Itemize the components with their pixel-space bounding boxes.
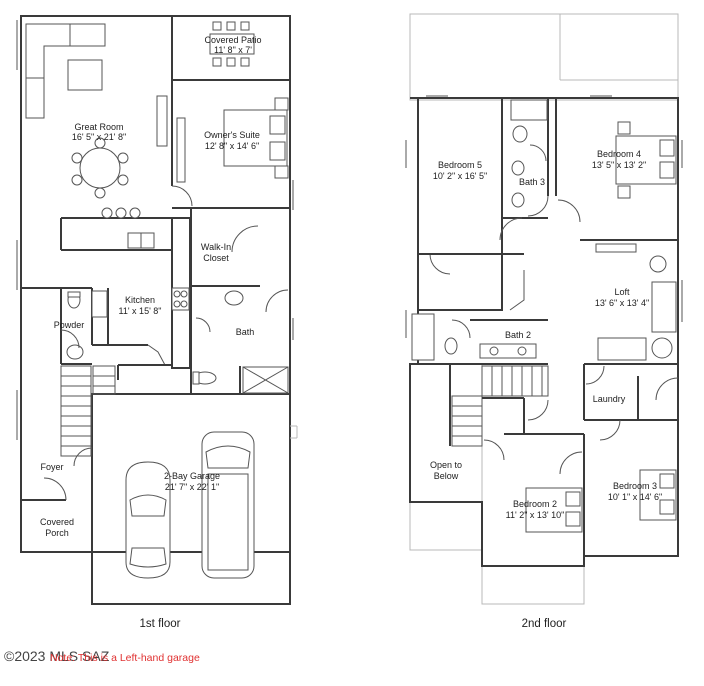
garage-cars (125, 431, 255, 579)
great-room-furniture (25, 23, 186, 199)
bedroom3-size: 10' 1" x 14' 6" (608, 492, 662, 502)
foyer-name: Foyer (40, 462, 63, 472)
garage-walls (91, 393, 291, 605)
bedroom5-size: 10' 2" x 16' 5" (433, 171, 487, 181)
first-floor-stairs (60, 365, 116, 457)
first-floor-plan (16, 15, 298, 605)
bath-name: Bath (236, 327, 255, 337)
loft-furniture (595, 243, 677, 361)
second-floor-stairs (449, 364, 549, 447)
covered-patio-size: 11' 8" x 7' (214, 45, 252, 55)
mls-watermark: ©2023 MLS SAZ (4, 648, 110, 664)
garage-name: 2-Bay Garage (164, 471, 220, 481)
owners-suite-bed (223, 97, 289, 179)
bath3-name: Bath 3 (519, 177, 545, 187)
bedroom2-name: Bedroom 2 (513, 499, 557, 509)
owners-suite-name: Owner's Suite (204, 130, 260, 140)
left-hand-garage-note: Note: This is a Left-hand garage (50, 652, 200, 664)
garage-size: 21' 7" x 22' 1" (165, 482, 219, 492)
walk-in-closet-name-2: Closet (203, 253, 229, 263)
kitchen-name: Kitchen (125, 295, 155, 305)
powder-name: Powder (54, 320, 85, 330)
second-floor-caption: 2nd floor (522, 618, 567, 630)
open-to-below-1: Open to (430, 460, 462, 470)
first-floor-caption: 1st floor (140, 618, 181, 630)
bedroom4-name: Bedroom 4 (597, 149, 641, 159)
owners-suite-size: 12' 8" x 14' 6" (205, 141, 259, 151)
patio-furniture (209, 21, 255, 67)
walk-in-closet-name-1: Walk-In (201, 242, 231, 252)
loft-size: 13' 6" x 13' 4" (595, 298, 649, 308)
covered-porch-name-1: Covered (40, 517, 74, 527)
bedroom2-size: 11' 2" x 13' 10" (506, 510, 565, 520)
covered-porch-name-2: Porch (45, 528, 69, 538)
bedroom5-name: Bedroom 5 (438, 160, 482, 170)
bedroom4-size: 13' 5" x 13' 2" (592, 160, 646, 170)
bedroom3-name: Bedroom 3 (613, 481, 657, 491)
laundry-name: Laundry (593, 394, 626, 404)
kitchen-size: 11' x 15' 8" (119, 306, 162, 316)
great-room-name: Great Room (74, 122, 123, 132)
second-floor-plan (405, 13, 683, 605)
loft-name: Loft (614, 287, 630, 297)
great-room-size: 16' 5" x 21' 8" (72, 132, 126, 142)
covered-patio-name: Covered Patio (204, 35, 261, 45)
bath2-name: Bath 2 (505, 330, 531, 340)
open-to-below-2: Below (434, 471, 459, 481)
